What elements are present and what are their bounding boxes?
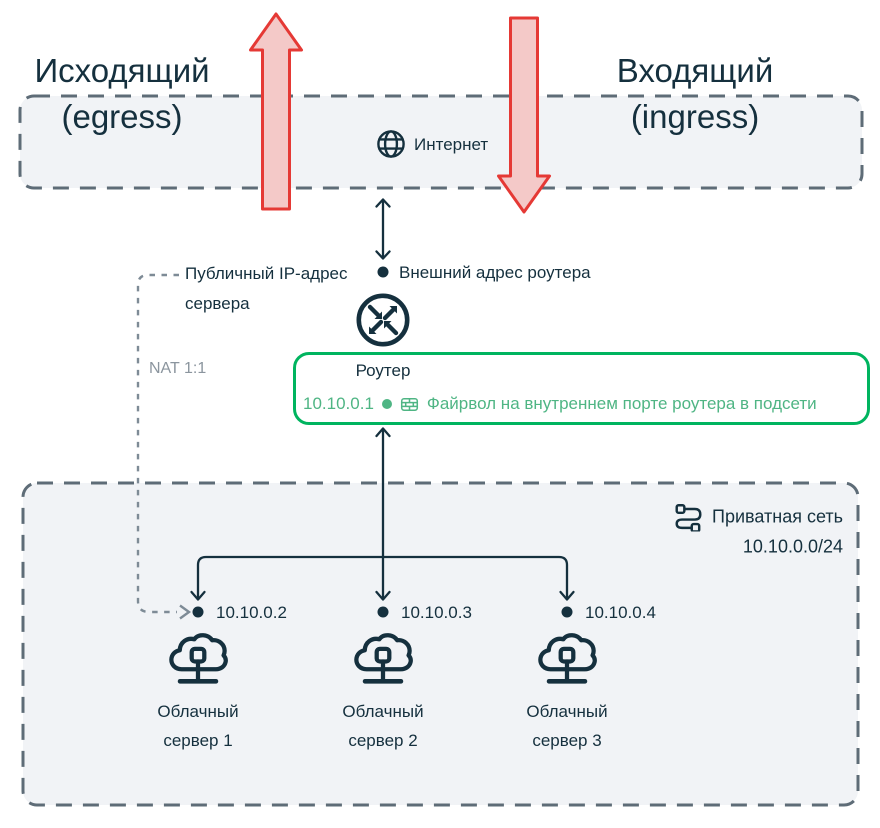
- ingress-title: Входящий (ingress): [617, 48, 774, 140]
- egress-title-line1: Исходящий: [34, 52, 210, 89]
- server2-label-line2: сервер 2: [348, 731, 418, 750]
- server3-label-line1: Облачный: [526, 702, 608, 721]
- router-card: [293, 352, 870, 425]
- egress-arrow: [249, 12, 303, 211]
- internet-router-link: [375, 198, 391, 260]
- firewall-icon: [400, 395, 419, 414]
- public-ip-line2: сервера: [185, 294, 250, 313]
- private-network-label-row: Приватная сеть: [674, 503, 843, 532]
- server2-ip: 10.10.0.3: [401, 603, 472, 622]
- cloud-server-icon: [167, 629, 229, 691]
- ingress-title-line2: (ingress): [630, 98, 760, 135]
- router-title: Роутер: [355, 361, 411, 380]
- nat-label: NAT 1:1: [149, 360, 207, 377]
- server1-ip: 10.10.0.2: [216, 603, 287, 622]
- uplink-arrowhead: [375, 427, 391, 438]
- cloud-server-icon: [536, 629, 598, 691]
- public-ip-line1: Публичный IP-адрес: [185, 264, 348, 283]
- egress-title-line2: (egress): [61, 98, 183, 135]
- firewall-label: Файрвол на внутреннем порте роутера в по…: [426, 394, 817, 413]
- router-internal-row: 10.10.0.1 Файрвол на внутреннем порте ро…: [303, 394, 817, 414]
- server3-ip: 10.10.0.4: [585, 603, 656, 622]
- egress-title: Исходящий (egress): [34, 48, 209, 140]
- server3-label: Облачный сервер 3: [526, 697, 607, 755]
- subnet-icon: [674, 503, 703, 532]
- server1-dot: [192, 606, 204, 618]
- cloud-server-icon: [352, 629, 414, 691]
- router-icon: [354, 291, 412, 349]
- server2-label: Облачный сервер 2: [342, 697, 423, 755]
- external-address-dot: [377, 266, 389, 278]
- server2-label-line1: Облачный: [342, 702, 424, 721]
- public-ip-label: Публичный IP-адрес сервера: [185, 259, 348, 319]
- server1-label-line1: Облачный: [157, 702, 239, 721]
- server3-dot: [561, 606, 573, 618]
- private-network-label: Приватная сеть: [712, 506, 843, 527]
- server1-label: Облачный сервер 1: [157, 697, 238, 755]
- router-internal-dot: [381, 399, 392, 409]
- internet-label: Интернет: [414, 135, 489, 154]
- ingress-title-line1: Входящий: [616, 52, 774, 89]
- globe-icon: [375, 128, 407, 160]
- nat-arrowhead: [179, 604, 192, 620]
- private-network-cidr: 10.10.0.0/24: [742, 536, 843, 557]
- nat-dashed-connector: [136, 273, 192, 620]
- server2-dot: [377, 606, 389, 618]
- ingress-arrow: [497, 16, 551, 214]
- private-network-box: [21, 481, 860, 807]
- server1-label-line2: сервер 1: [163, 731, 233, 750]
- subnet-links: [190, 427, 575, 601]
- internet-zone-box: [18, 94, 864, 190]
- external-address-label: Внешний адрес роутера: [399, 263, 591, 282]
- router-internal-ip: 10.10.0.1: [303, 394, 374, 413]
- server3-label-line2: сервер 3: [532, 731, 602, 750]
